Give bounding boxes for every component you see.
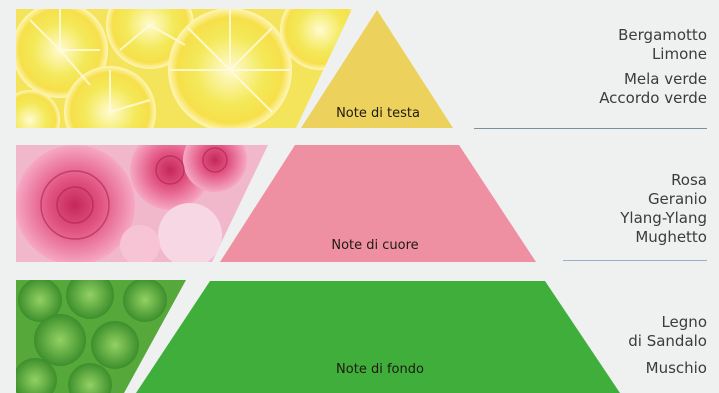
note-item: Muschio [645,359,707,377]
note-item: Legno [661,313,707,331]
heart-notes-list: Rosa Geranio Ylang-Ylang Mughetto [620,171,707,247]
note-item: Mela verde [623,70,707,88]
base-notes-list: Legno di Sandalo Muschio [628,313,707,378]
note-item: Bergamotto [618,26,707,44]
tier-heart-shape [220,145,536,262]
tier-base-shape [136,281,620,393]
top-notes-list: Bergamotto Limone Mela verde Accordo ver… [599,26,707,108]
note-item: di Sandalo [628,332,707,350]
tier-top-shape [301,10,453,128]
note-item: Rosa [671,171,707,189]
lemon-photo [16,9,352,128]
top-divider [474,128,707,129]
note-item: Accordo verde [599,89,707,107]
note-item: Limone [651,45,707,63]
tier-top-label: Note di testa [336,106,420,121]
note-item: Mughetto [635,228,707,246]
tier-heart-label: Note di cuore [331,238,419,253]
note-item: Geranio [647,190,707,208]
heart-divider [563,260,707,261]
note-item: Ylang-Ylang [620,209,707,227]
tier-base-label: Note di fondo [336,362,424,377]
